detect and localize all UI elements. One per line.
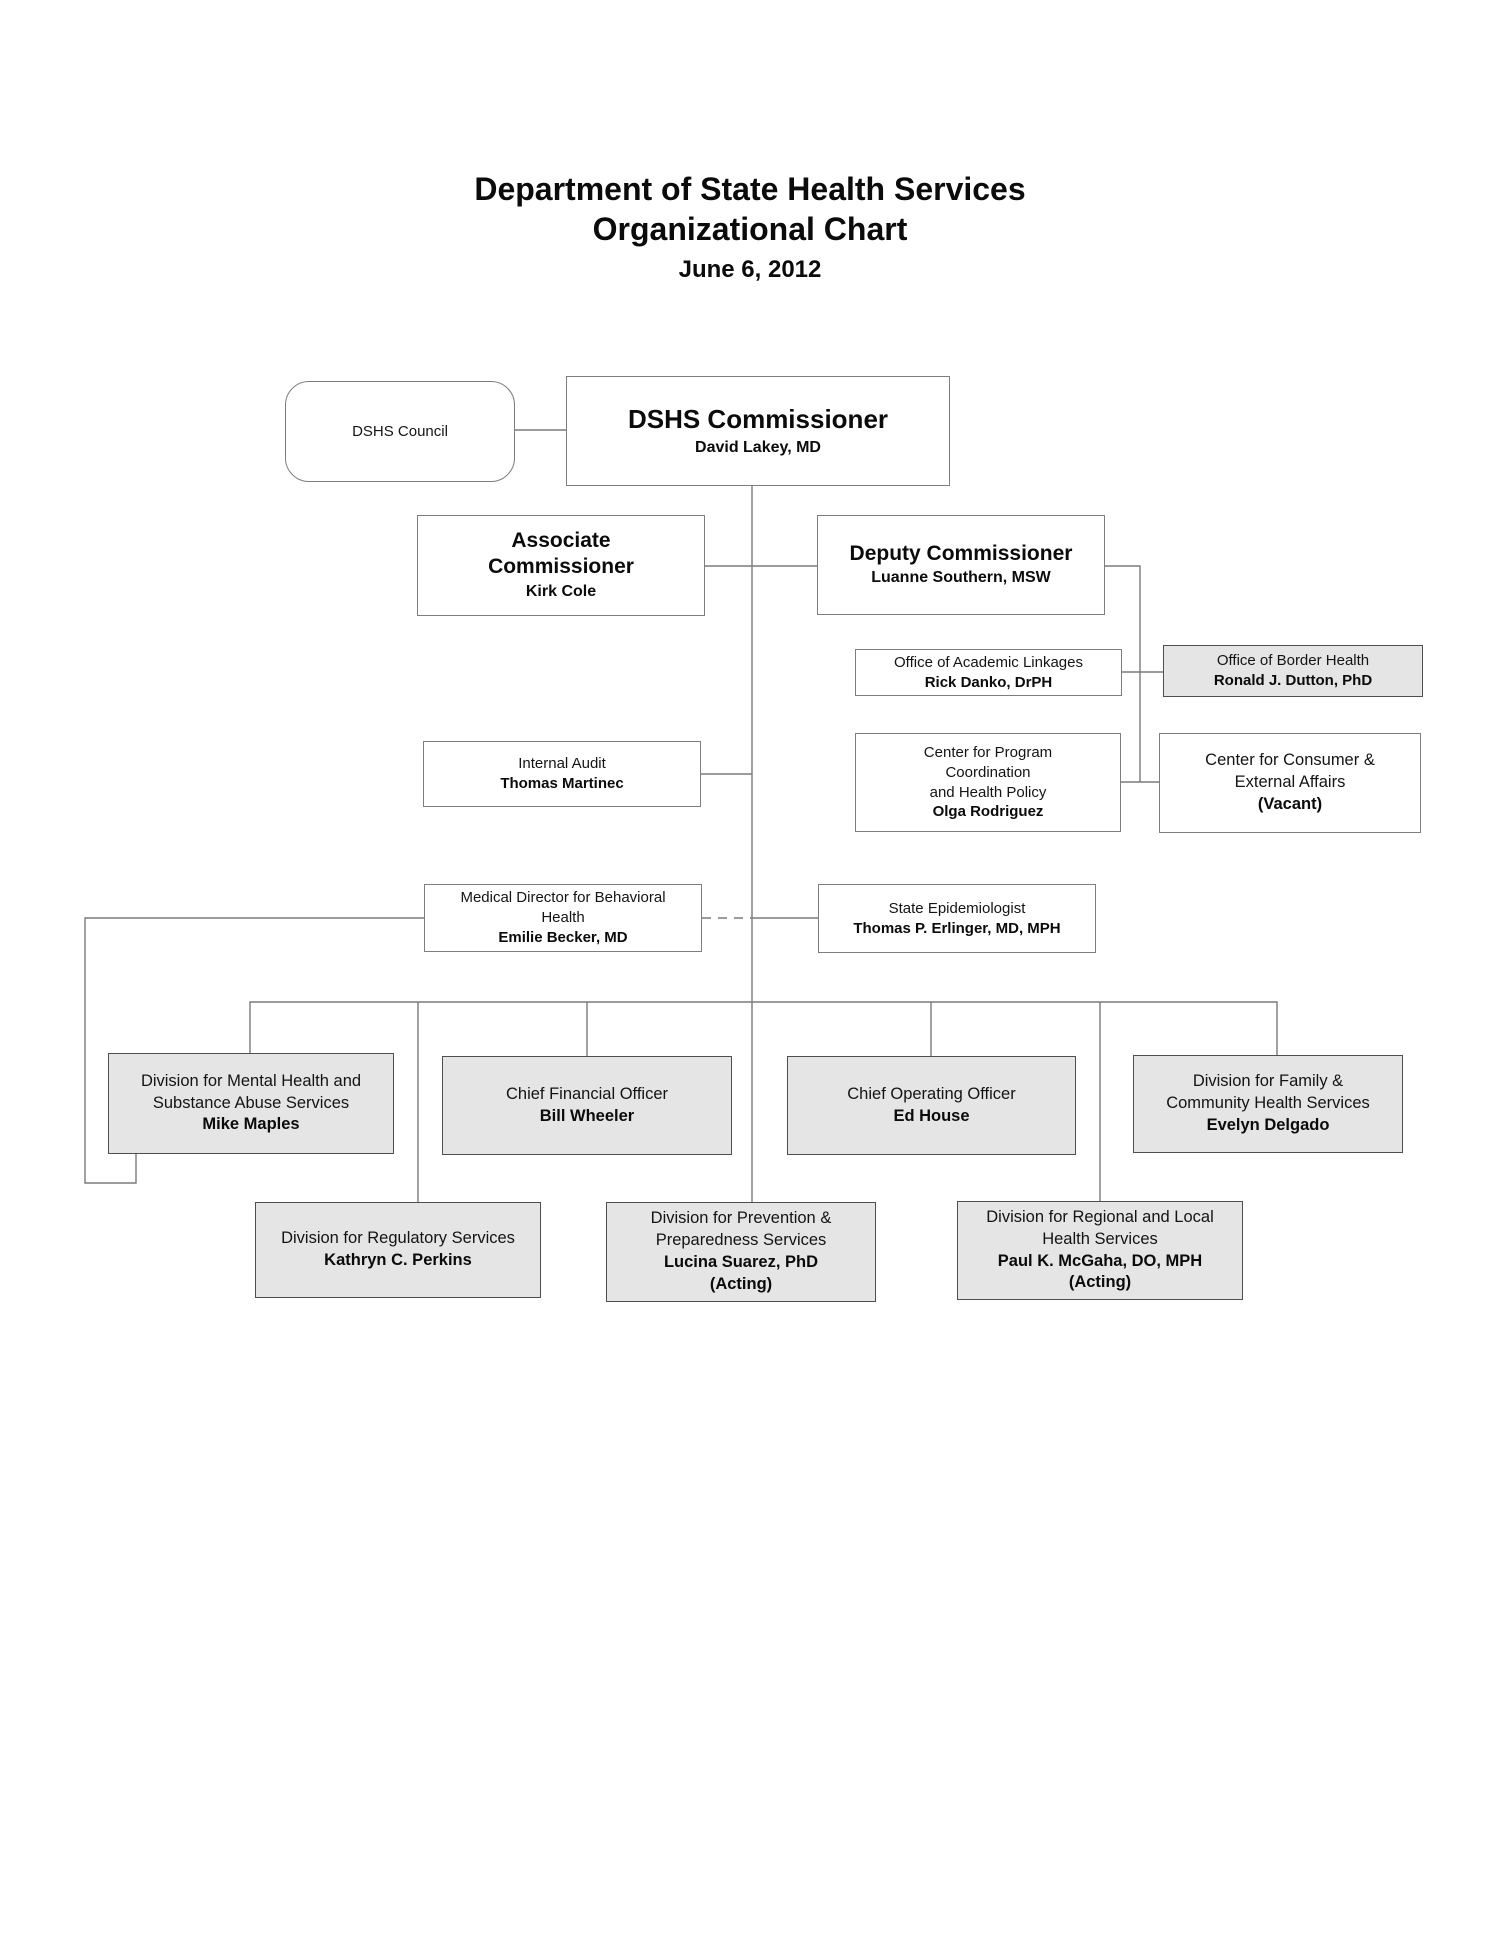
box-title: and Health Policy [929, 783, 1047, 801]
box-title: Health Services [1042, 1229, 1158, 1248]
box-state-epidemiologist: State Epidemiologist Thomas P. Erlinger,… [818, 884, 1096, 953]
box-name: Lucina Suarez, PhD [663, 1253, 819, 1271]
box-name: Olga Rodriguez [932, 803, 1044, 821]
box-chief-financial-officer: Chief Financial Officer Bill Wheeler [442, 1056, 732, 1155]
box-title: DSHS Council [352, 422, 448, 440]
box-title: Chief Financial Officer [505, 1084, 668, 1103]
box-name: Evelyn Delgado [1206, 1115, 1330, 1134]
box-name: Thomas P. Erlinger, MD, MPH [853, 919, 1061, 937]
page-title: Department of State Health Services Orga… [0, 170, 1500, 284]
box-title: Division for Family & [1192, 1072, 1344, 1091]
box-division-family-community: Division for Family & Community Health S… [1133, 1055, 1403, 1153]
box-internal-audit: Internal Audit Thomas Martinec [423, 741, 701, 807]
box-division-regulatory: Division for Regulatory Services Kathryn… [255, 1202, 541, 1298]
box-name: Kathryn C. Perkins [324, 1251, 472, 1269]
box-dshs-council: DSHS Council [285, 381, 515, 482]
box-office-academic-linkages: Office of Academic Linkages Rick Danko, … [855, 649, 1122, 696]
box-name: Thomas Martinec [500, 775, 624, 792]
title-line-1: Department of State Health Services [474, 171, 1026, 207]
box-title: Division for Mental Health and [140, 1071, 362, 1090]
box-name: David Lakey, MD [695, 439, 821, 457]
box-medical-director-behavioral-health: Medical Director for Behavioral Health E… [424, 884, 702, 952]
box-name: Paul K. McGaha, DO, MPH [997, 1251, 1203, 1270]
edge-distribution-bar [249, 1001, 1278, 1055]
box-title: Office of Border Health [1216, 652, 1370, 670]
box-title: Center for Program [923, 743, 1053, 761]
box-name: Emilie Becker, MD [498, 928, 628, 946]
box-title: Commissioner [488, 555, 634, 579]
box-division-regional-local: Division for Regional and Local Health S… [957, 1201, 1243, 1300]
box-title: Associate [511, 529, 611, 553]
box-title: Coordination [945, 763, 1031, 781]
box-note: (Acting) [1068, 1273, 1132, 1292]
box-title: Deputy Commissioner [849, 541, 1073, 565]
box-title: Division for Regulatory Services [281, 1229, 515, 1248]
title-line-2: Organizational Chart [592, 210, 908, 247]
box-office-border-health: Office of Border Health Ronald J. Dutton… [1163, 645, 1423, 697]
box-title: Office of Academic Linkages [894, 653, 1083, 671]
box-title: Preparedness Services [655, 1231, 827, 1250]
title-date: June 6, 2012 [678, 256, 822, 284]
box-name: Ed House [893, 1106, 970, 1125]
box-name: Rick Danko, DrPH [924, 673, 1053, 691]
box-title: Division for Prevention & [650, 1209, 832, 1228]
box-title: DSHS Commissioner [627, 403, 889, 434]
box-division-prevention-preparedness: Division for Prevention & Preparedness S… [606, 1202, 876, 1302]
box-title: Center for Consumer & [1205, 751, 1375, 770]
box-title: Medical Director for Behavioral [460, 889, 666, 907]
box-chief-operating-officer: Chief Operating Officer Ed House [787, 1056, 1076, 1155]
box-division-mental-health: Division for Mental Health and Substance… [108, 1053, 394, 1154]
box-name: Mike Maples [202, 1115, 300, 1134]
box-title: Health [541, 909, 585, 927]
box-name: Ronald J. Dutton, PhD [1213, 672, 1373, 689]
box-name: (Vacant) [1257, 794, 1323, 813]
box-deputy-commissioner: Deputy Commissioner Luanne Southern, MSW [817, 515, 1105, 615]
box-title: Division for Regional and Local [986, 1207, 1214, 1226]
box-center-program-coordination: Center for Program Coordination and Heal… [855, 733, 1121, 832]
box-title: State Epidemiologist [888, 899, 1026, 917]
box-name: Kirk Cole [525, 582, 597, 600]
box-title: External Affairs [1234, 773, 1346, 792]
box-title: Chief Operating Officer [847, 1084, 1016, 1103]
box-associate-commissioner: Associate Commissioner Kirk Cole [417, 515, 705, 616]
box-note: (Acting) [709, 1274, 773, 1293]
box-title: Substance Abuse Services [152, 1093, 350, 1112]
box-name: Bill Wheeler [539, 1106, 635, 1125]
box-title: Internal Audit [518, 755, 606, 773]
box-center-consumer-external-affairs: Center for Consumer & External Affairs (… [1159, 733, 1421, 833]
box-title: Community Health Services [1166, 1094, 1370, 1113]
box-name: Luanne Southern, MSW [871, 568, 1051, 586]
box-dshs-commissioner: DSHS Commissioner David Lakey, MD [566, 376, 950, 486]
